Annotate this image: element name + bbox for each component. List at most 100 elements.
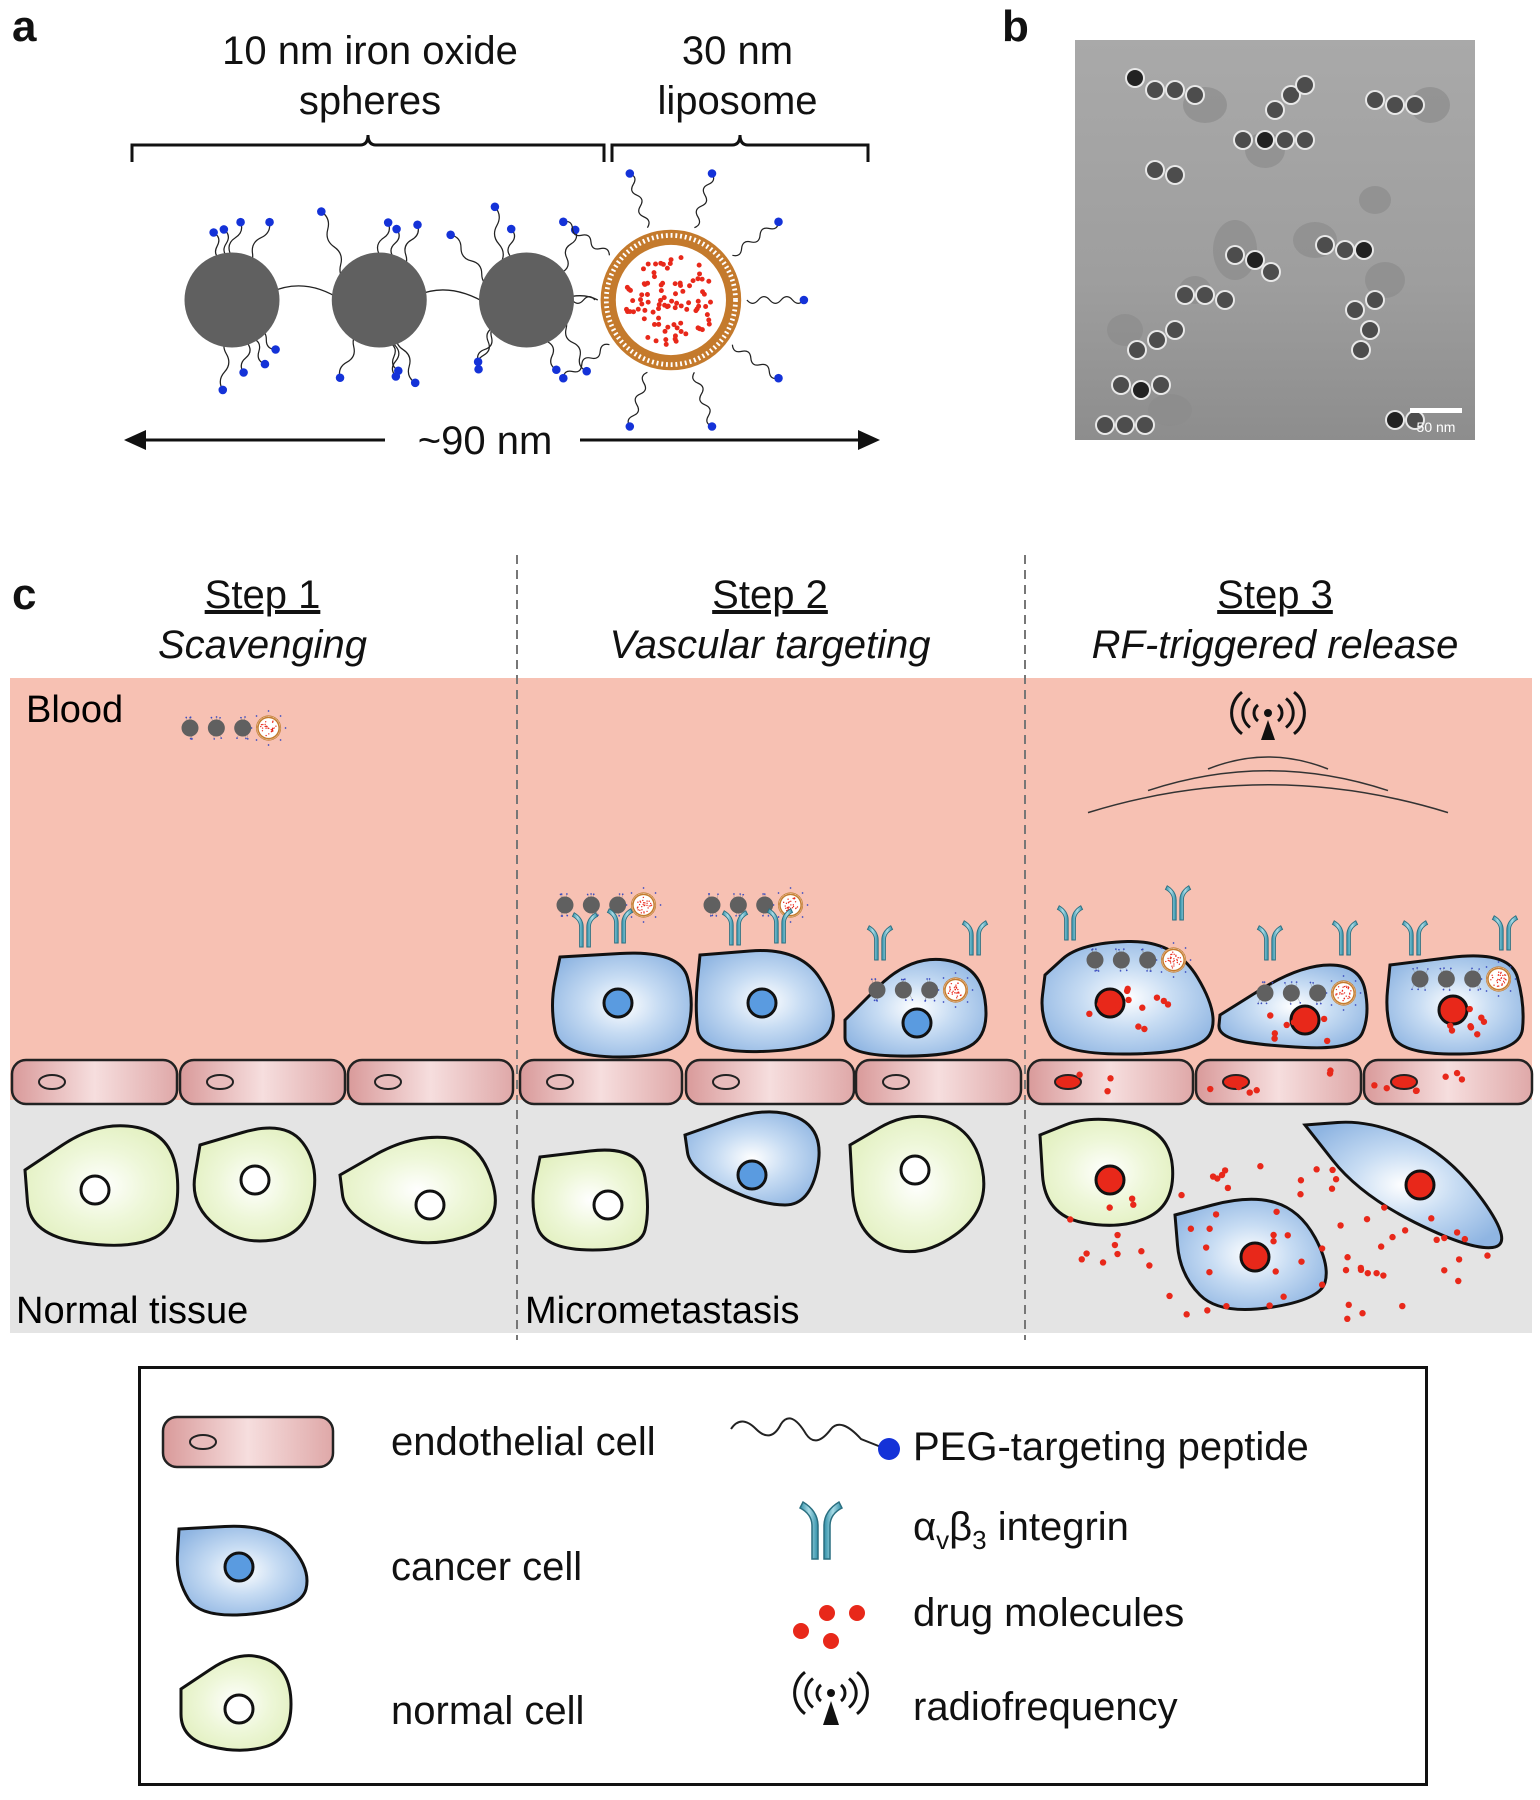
tem-iron-oxide-particle <box>1353 342 1369 358</box>
drug-molecule <box>1153 994 1161 1001</box>
drug-molecule <box>1067 1216 1074 1223</box>
peptide-tip <box>966 1001 969 1003</box>
label-liposome-line1: 30 nm <box>681 29 794 73</box>
drug-molecule <box>1169 962 1172 964</box>
step2-subtitle: Vascular targeting <box>609 623 931 667</box>
integrin <box>1256 925 1284 961</box>
drug-molecule <box>672 305 678 311</box>
step1-title: Step 1 <box>204 573 321 617</box>
drug-molecule <box>646 910 648 913</box>
peptide-tip <box>642 887 645 889</box>
peptide-tip <box>1263 981 1266 983</box>
drug-molecule <box>695 298 701 304</box>
peptide-tip <box>236 737 238 739</box>
integrin <box>866 925 894 961</box>
endothelial-cell <box>161 1415 335 1469</box>
drug-molecule <box>947 992 950 995</box>
peptide-tip <box>799 295 809 305</box>
peptide-tip <box>552 365 561 375</box>
peptide-tip <box>1330 980 1333 982</box>
integrin-beta <box>881 925 894 961</box>
drug-molecule <box>1180 960 1182 963</box>
drug-molecule <box>261 727 264 729</box>
legend-drug-molecule <box>849 1605 865 1621</box>
tem-iron-oxide-particle <box>1362 322 1378 338</box>
drug-molecule <box>662 302 668 308</box>
legend-peptide-tip <box>878 1438 900 1460</box>
iron-oxide-sphere <box>1139 951 1157 969</box>
endothelial-body <box>1194 1058 1363 1106</box>
drug-molecule <box>1448 1027 1456 1034</box>
drug-molecule <box>1343 992 1346 994</box>
drug-molecule <box>1138 1248 1145 1255</box>
peptide-tip <box>317 207 326 216</box>
cancer-cell <box>1173 1197 1328 1311</box>
drug-molecule <box>957 982 959 984</box>
drug-molecule <box>696 303 702 309</box>
peptide-tip <box>1299 1002 1302 1004</box>
peptide-tip <box>586 893 589 896</box>
integrin-alpha <box>571 912 584 948</box>
legend-drug-molecule <box>823 1633 839 1649</box>
step3-title: Step 3 <box>1217 573 1333 617</box>
drug-molecule <box>1212 1211 1220 1218</box>
drug-molecule <box>1357 1266 1365 1274</box>
peptide-tip <box>1289 1003 1292 1005</box>
peptide-tip <box>774 373 783 383</box>
endothelial-nucleus <box>546 1074 574 1090</box>
peptide-tip <box>1417 988 1419 991</box>
drug-molecule <box>784 905 786 907</box>
drug-molecule <box>1337 986 1340 988</box>
endothelial-cell <box>346 1058 515 1106</box>
endothelial-nucleus <box>38 1074 66 1090</box>
drug-molecule <box>645 261 651 267</box>
drug-molecule <box>1337 1222 1344 1229</box>
drug-molecule <box>1441 1234 1448 1242</box>
drug-molecule <box>1342 1266 1350 1274</box>
drug-molecule <box>1447 1022 1454 1029</box>
peptide-tip <box>1354 980 1357 982</box>
drug-molecule <box>954 989 956 991</box>
drug-molecule <box>265 725 267 727</box>
drug-molecule <box>1503 977 1505 980</box>
peptide-tip <box>1315 1003 1318 1005</box>
peptide-tip <box>654 916 657 918</box>
drug-molecule <box>664 265 670 271</box>
drug-molecule <box>1173 963 1175 965</box>
legend-radiofrequency-icon <box>793 1671 869 1725</box>
liposome <box>1160 947 1187 973</box>
endothelial-body <box>684 1058 856 1106</box>
peptide-tip <box>1150 970 1152 972</box>
drug-molecule <box>1332 1176 1340 1183</box>
drug-molecule <box>1399 1302 1406 1310</box>
peptide-tip <box>642 921 645 923</box>
liposome-brace <box>610 134 870 162</box>
peptide-tip <box>1184 971 1187 973</box>
liposome <box>1330 980 1357 1006</box>
drug-molecule <box>1271 1030 1279 1037</box>
tem-iron-oxide-particle <box>1147 82 1163 98</box>
drug-molecule <box>1270 1231 1277 1239</box>
step1-subtitle: Scavenging <box>157 623 368 667</box>
drug-molecule <box>270 728 272 731</box>
peptide-tip <box>767 914 770 917</box>
peptide-tip <box>1141 948 1144 951</box>
peptide-tip <box>618 914 621 917</box>
peptide-tip <box>1509 966 1512 968</box>
peptide-tip <box>707 893 710 895</box>
iron-oxide-sphere <box>609 896 627 914</box>
drug-molecule <box>1169 960 1172 962</box>
tem-micrograph: 50 nm <box>1075 40 1475 440</box>
endothelial-body <box>346 1058 515 1106</box>
nanochain-large <box>184 169 809 431</box>
endothelial-body <box>854 1058 1023 1106</box>
drug-molecule <box>1339 993 1341 995</box>
peptide-tip <box>246 738 249 740</box>
rf-wave <box>1087 784 1449 814</box>
integrin-alpha <box>1401 920 1414 956</box>
drug-molecule <box>1204 1307 1211 1314</box>
tem-iron-oxide-particle <box>1247 252 1263 268</box>
drug-molecule <box>1086 1010 1093 1018</box>
drug-molecule <box>646 900 648 902</box>
drug-molecule <box>638 903 641 906</box>
